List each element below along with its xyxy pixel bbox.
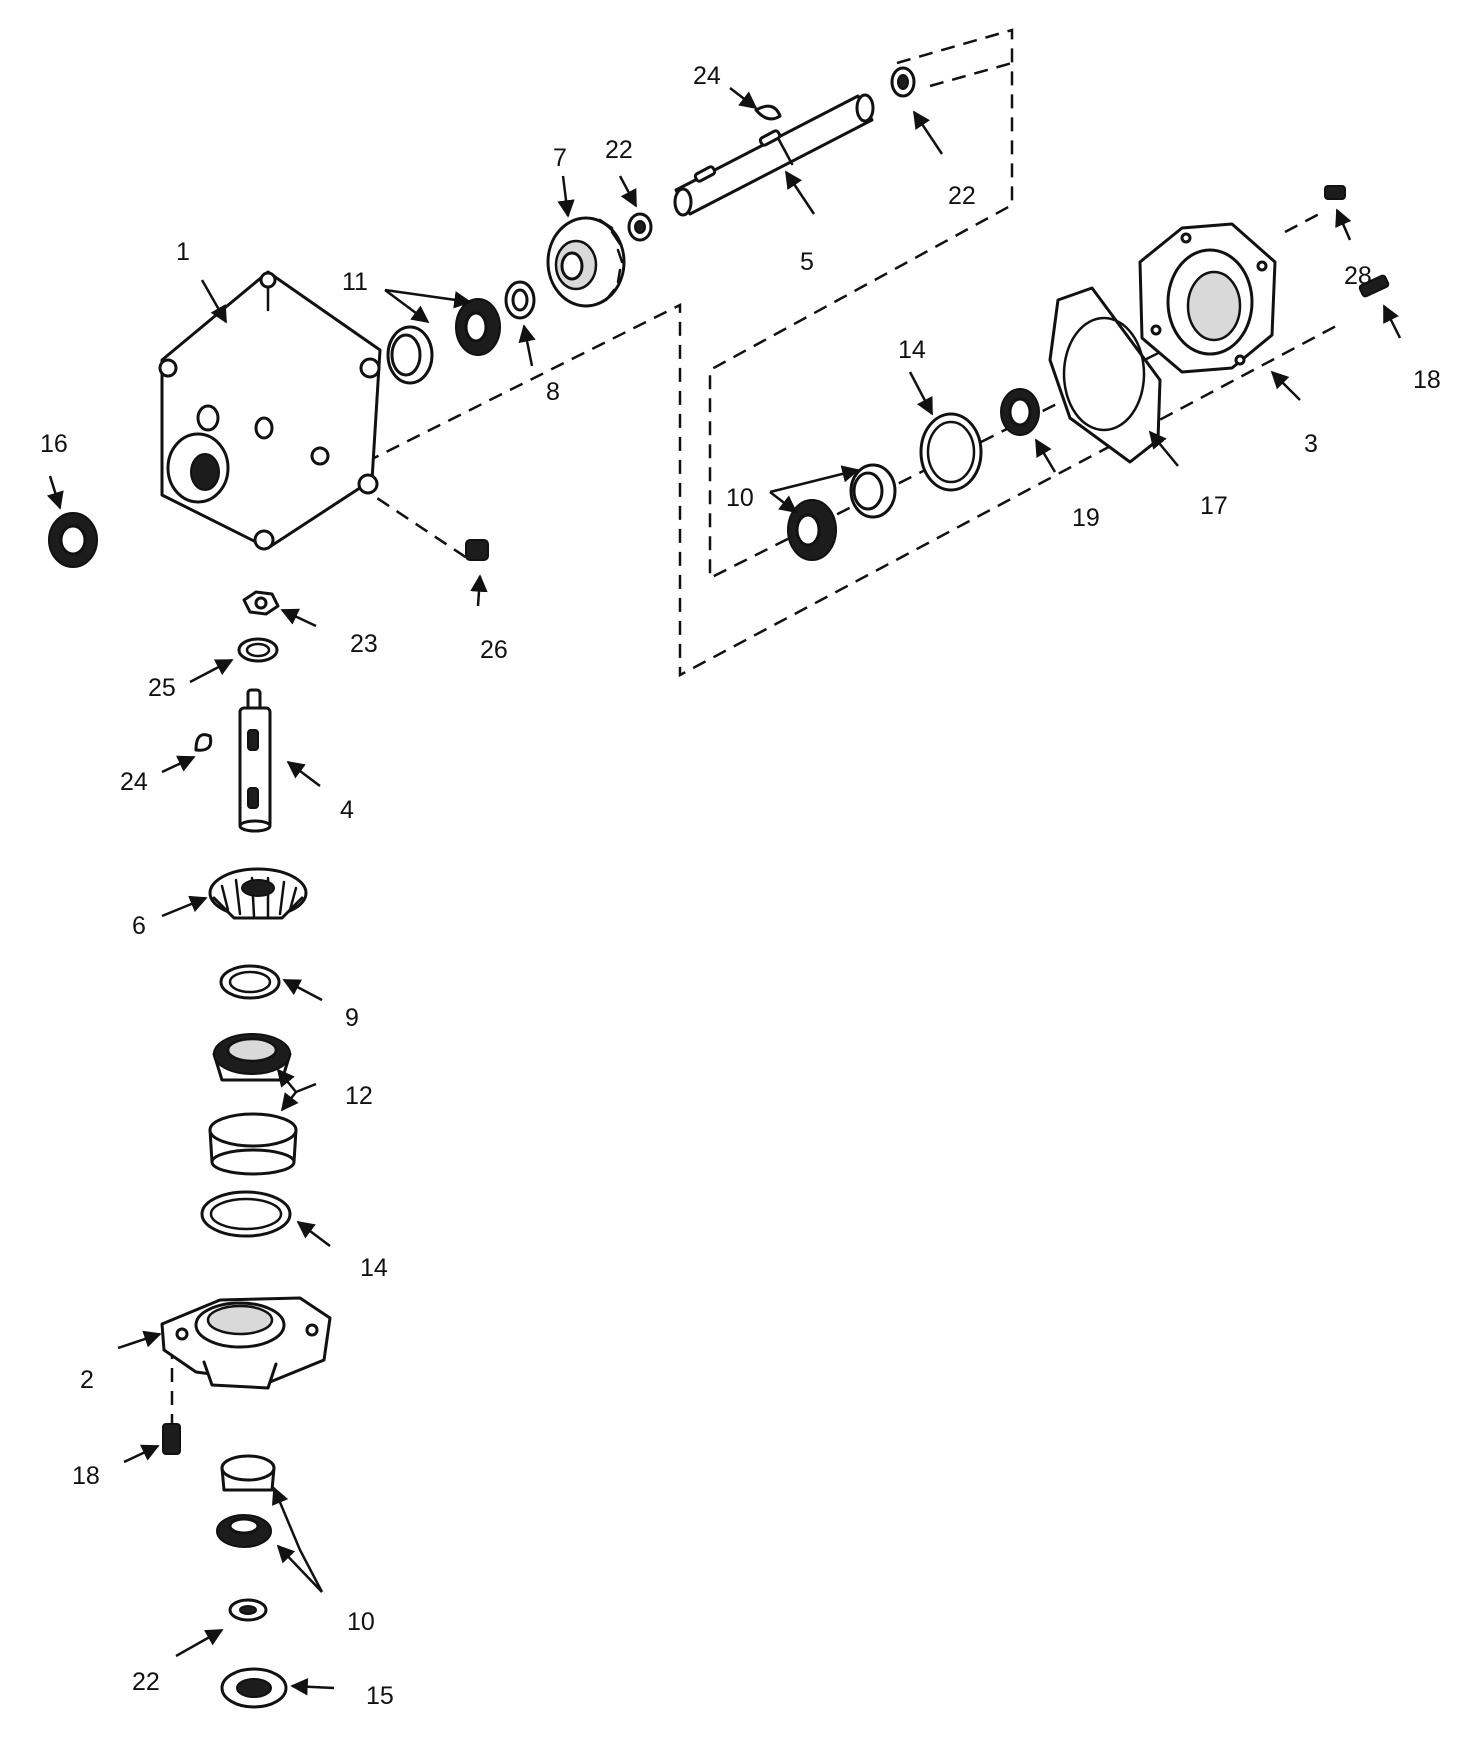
part-2-bearing-cap bbox=[160, 1296, 332, 1390]
part-28-set-screw bbox=[1324, 185, 1346, 200]
part-18-bolt-lower bbox=[162, 1423, 181, 1455]
part-7-bevel-gear bbox=[546, 216, 626, 308]
callout-3: 3 bbox=[1304, 430, 1318, 458]
part-22-snap-ring-right bbox=[890, 66, 916, 98]
callout-28: 28 bbox=[1344, 262, 1372, 290]
part-19-oil-seal bbox=[1000, 388, 1040, 436]
part-5-horizontal-shaft bbox=[673, 93, 875, 217]
callout-4: 4 bbox=[340, 796, 354, 824]
callout-12: 12 bbox=[345, 1082, 373, 1110]
callout-19: 19 bbox=[1072, 504, 1100, 532]
callout-23: 23 bbox=[350, 630, 378, 658]
part-14-o-ring-right bbox=[919, 412, 983, 492]
callout-14-right: 14 bbox=[898, 336, 926, 364]
part-9-washer bbox=[219, 964, 281, 1000]
callout-10-lower: 10 bbox=[347, 1608, 375, 1636]
callout-11: 11 bbox=[342, 268, 368, 296]
callout-18-upper: 18 bbox=[1413, 366, 1441, 394]
callout-16: 16 bbox=[40, 430, 68, 458]
part-10-bearing-cup-right bbox=[849, 463, 897, 519]
assembly-dashed-lines bbox=[170, 28, 1339, 1425]
callout-labels: 1 16 11 8 7 22 24 5 22 28 18 3 17 19 14 … bbox=[40, 62, 1441, 1710]
callout-15: 15 bbox=[366, 1682, 394, 1710]
part-1-gearbox-housing bbox=[158, 270, 382, 551]
part-4-vertical-shaft bbox=[238, 688, 272, 833]
part-8-washer bbox=[504, 280, 536, 320]
part-24-woodruff-key-upper bbox=[754, 104, 782, 121]
part-22-snap-ring-upper bbox=[627, 212, 653, 242]
callout-8: 8 bbox=[546, 378, 560, 406]
part-18-bolt-upper bbox=[1358, 274, 1390, 298]
callout-1: 1 bbox=[176, 238, 190, 266]
part-14-o-ring-lower bbox=[200, 1190, 292, 1238]
callout-10-right: 10 bbox=[726, 484, 754, 512]
part-12-roller-bearing bbox=[212, 1033, 292, 1082]
callout-2: 2 bbox=[80, 1366, 94, 1394]
part-15-seal bbox=[220, 1667, 288, 1709]
callout-17: 17 bbox=[1200, 492, 1228, 520]
part-10-roller-bearing-lower bbox=[216, 1514, 272, 1548]
part-3-bearing-cover bbox=[1138, 222, 1277, 374]
callout-18-lower: 18 bbox=[72, 1462, 100, 1490]
part-12-bearing-cup bbox=[208, 1112, 298, 1176]
part-11-roller-bearing bbox=[455, 298, 501, 356]
callout-14-lower: 14 bbox=[360, 1254, 388, 1282]
callout-22-right: 22 bbox=[948, 182, 976, 210]
callout-24-lower: 24 bbox=[120, 768, 148, 796]
part-16-oil-seal bbox=[48, 512, 98, 568]
callout-5: 5 bbox=[800, 248, 814, 276]
callout-26: 26 bbox=[480, 636, 508, 664]
callout-22-upper: 22 bbox=[605, 136, 633, 164]
part-24-woodruff-key-lower bbox=[194, 733, 213, 752]
part-10-roller-bearing-right bbox=[787, 499, 837, 561]
part-11-bearing-cup bbox=[386, 325, 434, 385]
leader-lines bbox=[46, 87, 1402, 1696]
callout-7: 7 bbox=[553, 144, 567, 172]
callout-22-lower: 22 bbox=[132, 1668, 160, 1696]
part-23-nut bbox=[242, 590, 280, 616]
part-10-bearing-cup-lower bbox=[220, 1454, 276, 1492]
part-6-pinion-gear bbox=[208, 867, 308, 920]
callout-25: 25 bbox=[148, 674, 176, 702]
callout-9: 9 bbox=[345, 1004, 359, 1032]
part-17-gasket bbox=[1048, 286, 1162, 464]
part-26-plug bbox=[465, 539, 489, 561]
callout-6: 6 bbox=[132, 912, 146, 940]
callout-24-upper: 24 bbox=[693, 62, 721, 90]
part-22-snap-ring-lower bbox=[228, 1598, 268, 1622]
part-25-washer bbox=[237, 637, 279, 663]
